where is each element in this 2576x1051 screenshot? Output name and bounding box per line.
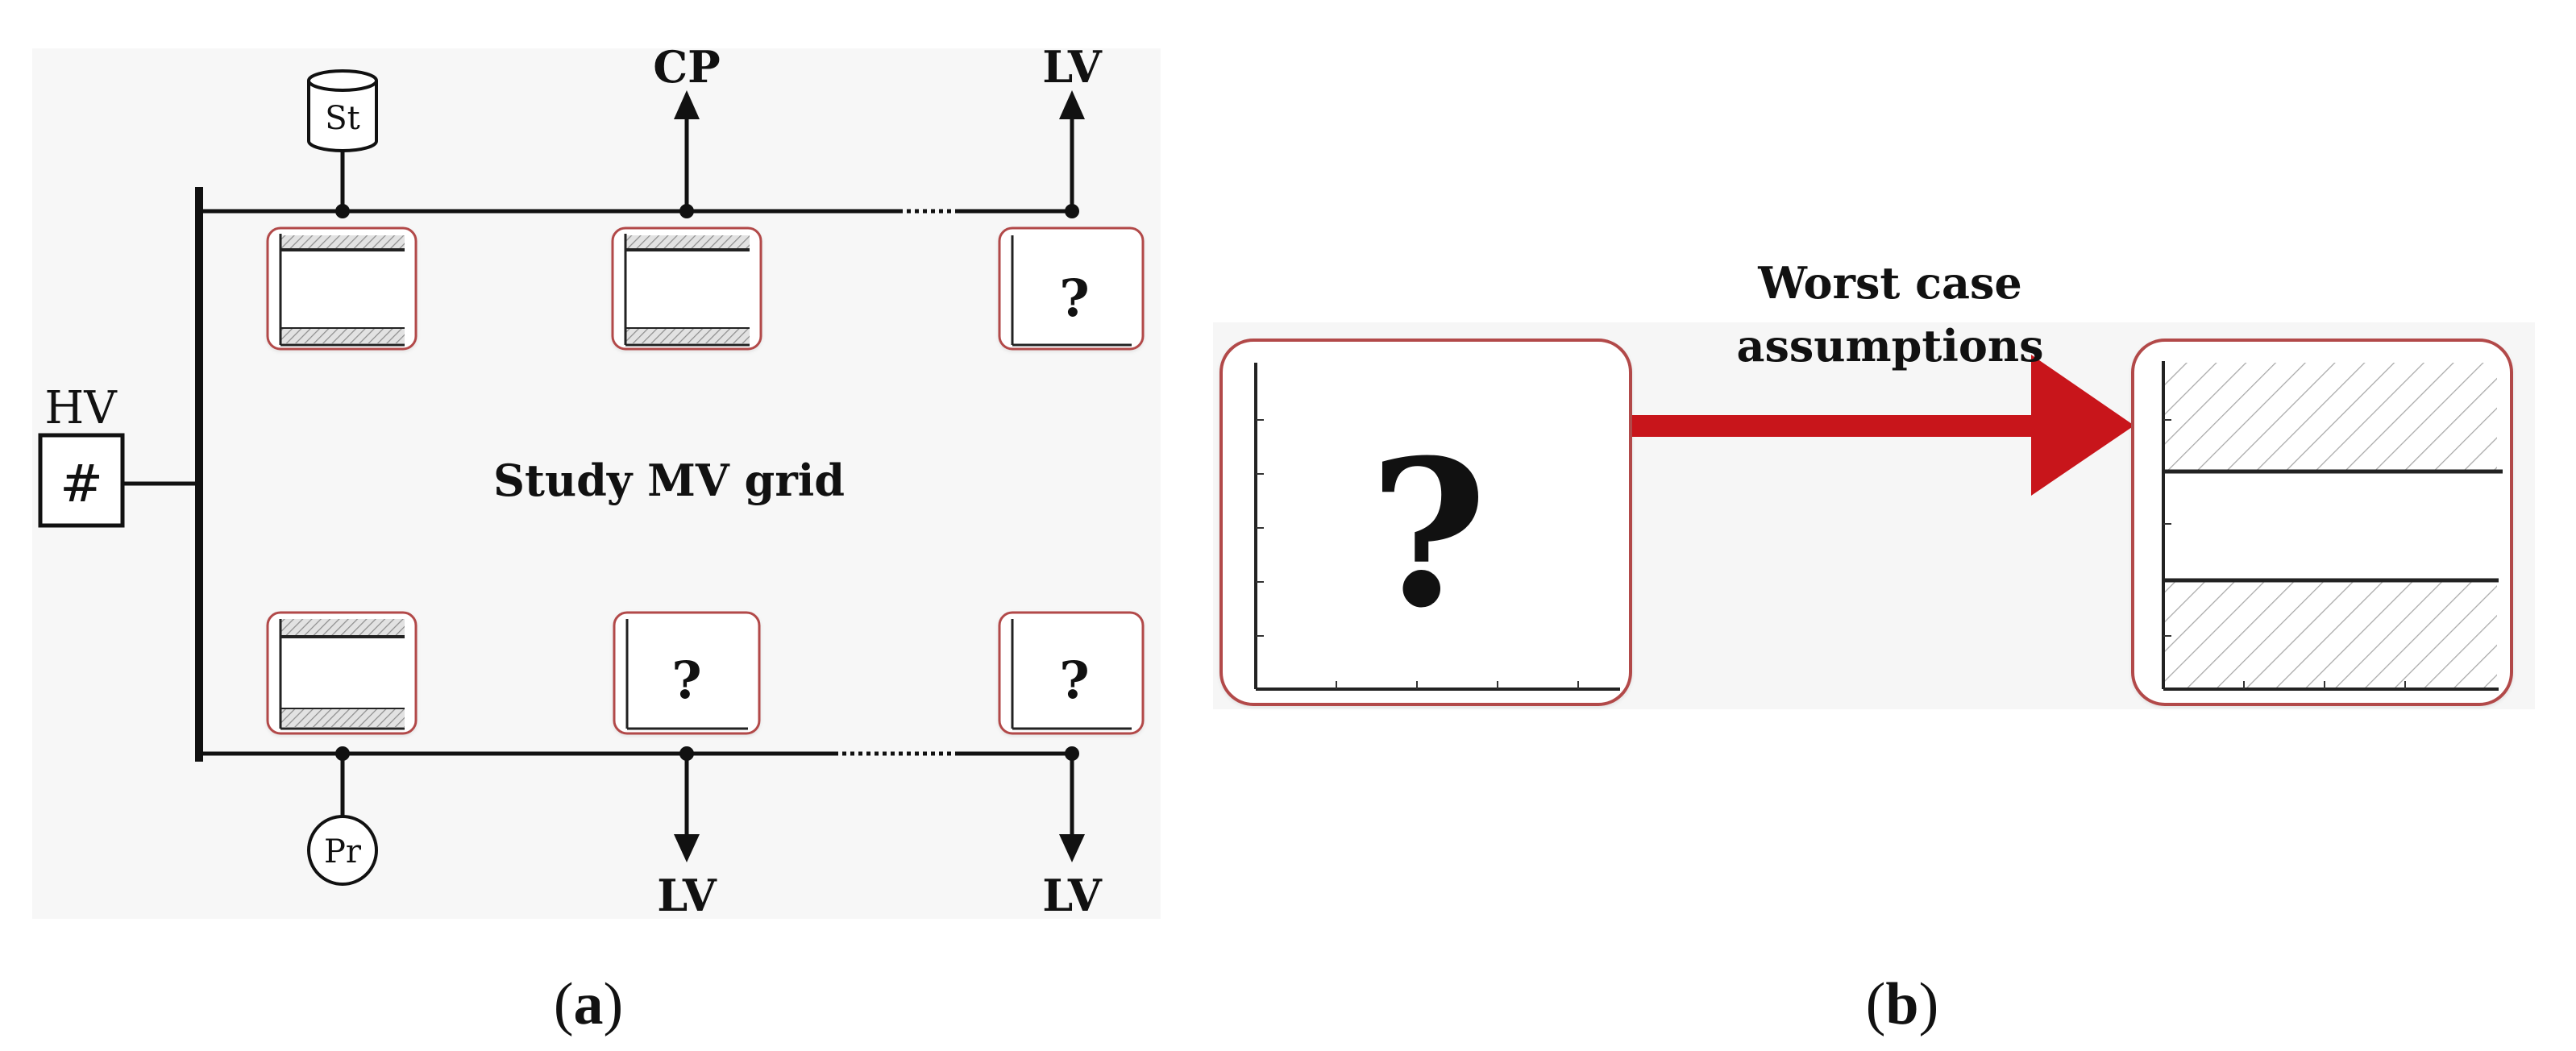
storage-label: St	[325, 100, 359, 137]
profile-box-storage	[266, 226, 418, 351]
profile-box-top-lv-unknown: ?	[998, 226, 1145, 351]
big-unknown-mark: ?	[1369, 415, 1487, 652]
storage-cylinder-icon	[307, 81, 378, 152]
hv-label: HV	[44, 382, 118, 434]
bottom-lv-label-2: LV	[1042, 870, 1103, 921]
producer-node: Pr	[307, 746, 378, 886]
bottom-lv-arrowhead-1	[674, 834, 700, 862]
caption-a-letter: a	[574, 971, 604, 1037]
red-arrow-shape	[1632, 355, 2134, 496]
unknown-mark: ?	[1059, 268, 1090, 329]
storage-cylinder-top	[307, 69, 378, 92]
top-lv-arrowhead	[1059, 90, 1085, 119]
caption-a: (a)	[554, 971, 623, 1037]
profile-box-bottom-lv-unknown-2: ?	[998, 611, 1145, 735]
producer-circle-icon	[307, 815, 378, 886]
top-lv-node: LV	[1042, 41, 1103, 218]
unknown-mark: ?	[671, 650, 702, 711]
bottom-lv-node-2: LV	[1042, 746, 1103, 921]
hv-source-symbol: #	[60, 455, 103, 514]
panel-b: ? Worst case assumptions	[1213, 257, 2535, 709]
bottom-lv-arrowhead-2	[1059, 834, 1085, 862]
bottom-lv-label-1: LV	[657, 870, 717, 921]
caption-b-letter: b	[1885, 971, 1918, 1037]
worst-case-arrow	[1632, 355, 2134, 496]
panel-a: HV # St CP	[32, 41, 1161, 921]
hv-source-box	[38, 433, 125, 528]
panel-a-background	[32, 48, 1161, 919]
study-mv-grid-title: Study MV grid	[493, 455, 845, 506]
profile-box-producer	[266, 611, 418, 735]
unknown-profile-box: ?	[1219, 339, 1632, 706]
arrow-text-line-2: assumptions	[1736, 320, 2043, 372]
profile-box-charging-point	[611, 226, 762, 351]
bottom-lv-node-1: LV	[657, 746, 717, 921]
arrow-text-line-1: Worst case	[1757, 257, 2021, 309]
cp-label: CP	[653, 41, 721, 93]
storage-node: St	[307, 69, 378, 218]
profile-box-bottom-lv-unknown-1: ?	[613, 611, 761, 735]
producer-label: Pr	[324, 833, 362, 870]
unknown-mark: ?	[1059, 650, 1090, 711]
charging-point-node: CP	[653, 41, 721, 218]
cp-arrowhead	[674, 90, 700, 119]
worst-case-profile-box	[2131, 339, 2513, 706]
caption-b: (b)	[1866, 971, 1938, 1037]
hv-source: HV #	[38, 382, 197, 528]
top-lv-label: LV	[1042, 41, 1103, 93]
